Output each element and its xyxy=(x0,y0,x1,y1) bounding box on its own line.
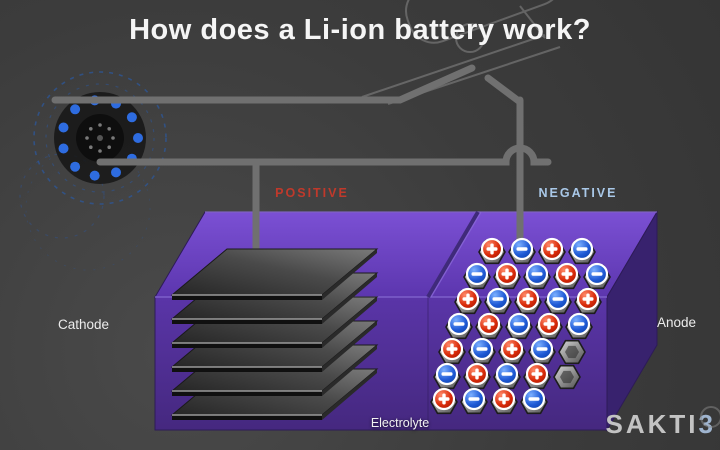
minus-icon xyxy=(447,312,471,336)
minus-icon xyxy=(530,337,554,361)
plus-icon xyxy=(537,312,561,336)
plus-icon xyxy=(555,262,579,286)
minus-icon xyxy=(495,362,519,386)
minus-icon xyxy=(486,287,510,311)
plus-icon xyxy=(500,337,524,361)
plus-icon xyxy=(492,387,516,411)
cathode-plates xyxy=(171,248,378,421)
minus-icon xyxy=(585,262,609,286)
wire-top xyxy=(51,64,476,104)
positive-terminal-label: POSITIVE xyxy=(275,186,349,200)
plus-icon xyxy=(576,287,600,311)
plus-icon xyxy=(432,387,456,411)
page-title: How does a Li-ion battery work? xyxy=(129,14,591,46)
cathode-label: Cathode xyxy=(58,317,110,332)
plus-icon xyxy=(465,362,489,386)
logo-ring-icon xyxy=(700,406,720,428)
plus-icon xyxy=(440,337,464,361)
minus-icon xyxy=(507,312,531,336)
sakti3-logo: SAKTI3 xyxy=(605,406,720,440)
led-ring xyxy=(58,95,143,181)
minus-icon xyxy=(522,387,546,411)
minus-icon xyxy=(470,337,494,361)
electrolyte-label: Electrolyte xyxy=(370,416,430,430)
plus-icon xyxy=(495,262,519,286)
minus-icon xyxy=(546,287,570,311)
circuit-wires xyxy=(51,64,552,262)
minus-icon xyxy=(435,362,459,386)
minus-icon xyxy=(465,262,489,286)
plus-icon xyxy=(516,287,540,311)
plus-icon xyxy=(525,362,549,386)
separator-divider xyxy=(426,210,482,430)
wire-lower xyxy=(96,144,552,166)
minus-icon xyxy=(462,387,486,411)
wire-switch-stub xyxy=(484,74,524,106)
logo-text: SAKTI xyxy=(605,409,699,439)
anode-label: Anode xyxy=(657,315,697,330)
plus-icon xyxy=(477,312,501,336)
minus-icon xyxy=(570,237,594,261)
motor-hub-dots xyxy=(85,123,115,153)
minus-icon xyxy=(510,237,534,261)
negative-terminal-label: NEGATIVE xyxy=(538,186,618,200)
plus-icon xyxy=(540,237,564,261)
minus-icon xyxy=(525,262,549,286)
plus-icon xyxy=(456,287,480,311)
plus-icon xyxy=(480,237,504,261)
minus-icon xyxy=(567,312,591,336)
